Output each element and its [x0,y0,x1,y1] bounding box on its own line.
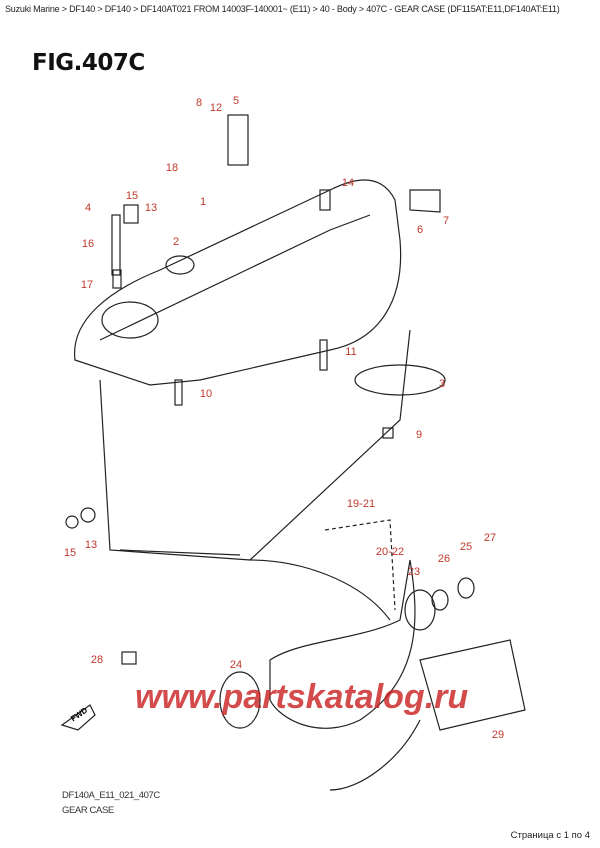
callout-1[interactable]: 1 [199,196,207,208]
fwd-arrow-icon [60,704,96,731]
callout-20-22[interactable]: 20-22 [375,546,405,558]
breadcrumb[interactable]: Suzuki Marine > DF140 > DF140 > DF140AT0… [5,4,560,14]
gear-case-housing [74,179,402,386]
callout-19-21[interactable]: 19-21 [346,498,376,510]
callout-27[interactable]: 27 [483,532,497,544]
callout-13b[interactable]: 13 [84,539,98,551]
callout-3[interactable]: 3 [438,378,446,390]
callout-8[interactable]: 8 [195,97,203,109]
callout-11[interactable]: 11 [345,346,357,358]
callout-25[interactable]: 25 [459,541,473,553]
callout-17[interactable]: 17 [80,279,94,291]
callout-5[interactable]: 5 [232,95,240,107]
callout-12[interactable]: 12 [209,102,223,114]
callout-16[interactable]: 16 [81,238,95,250]
figure-title: FIG.407C [32,50,145,76]
callout-4[interactable]: 4 [84,202,92,214]
callout-2[interactable]: 2 [172,236,180,248]
callout-14[interactable]: 14 [341,177,355,189]
callout-7[interactable]: 7 [442,215,450,227]
callout-29[interactable]: 29 [491,729,505,741]
callout-10[interactable]: 10 [199,388,213,400]
callout-13[interactable]: 13 [144,202,158,214]
callout-9[interactable]: 9 [415,429,423,441]
callout-26[interactable]: 26 [437,553,451,565]
trim-anode [354,364,446,396]
callout-24[interactable]: 24 [229,659,243,671]
callout-28[interactable]: 28 [90,654,104,666]
callout-18[interactable]: 18 [165,162,179,174]
watermark: www.partskatalog.ru [135,678,469,716]
callout-23[interactable]: 23 [407,566,421,578]
pagination: Страница с 1 по 4 [510,830,590,841]
callout-6[interactable]: 6 [416,224,424,236]
diagram-code: DF140A_E11_021_407C [62,790,160,801]
diagram-name: GEAR CASE [62,805,114,816]
callout-15[interactable]: 15 [125,190,139,202]
propeller [269,559,416,729]
callout-15b[interactable]: 15 [63,547,77,559]
gear-case-lower [99,329,411,561]
